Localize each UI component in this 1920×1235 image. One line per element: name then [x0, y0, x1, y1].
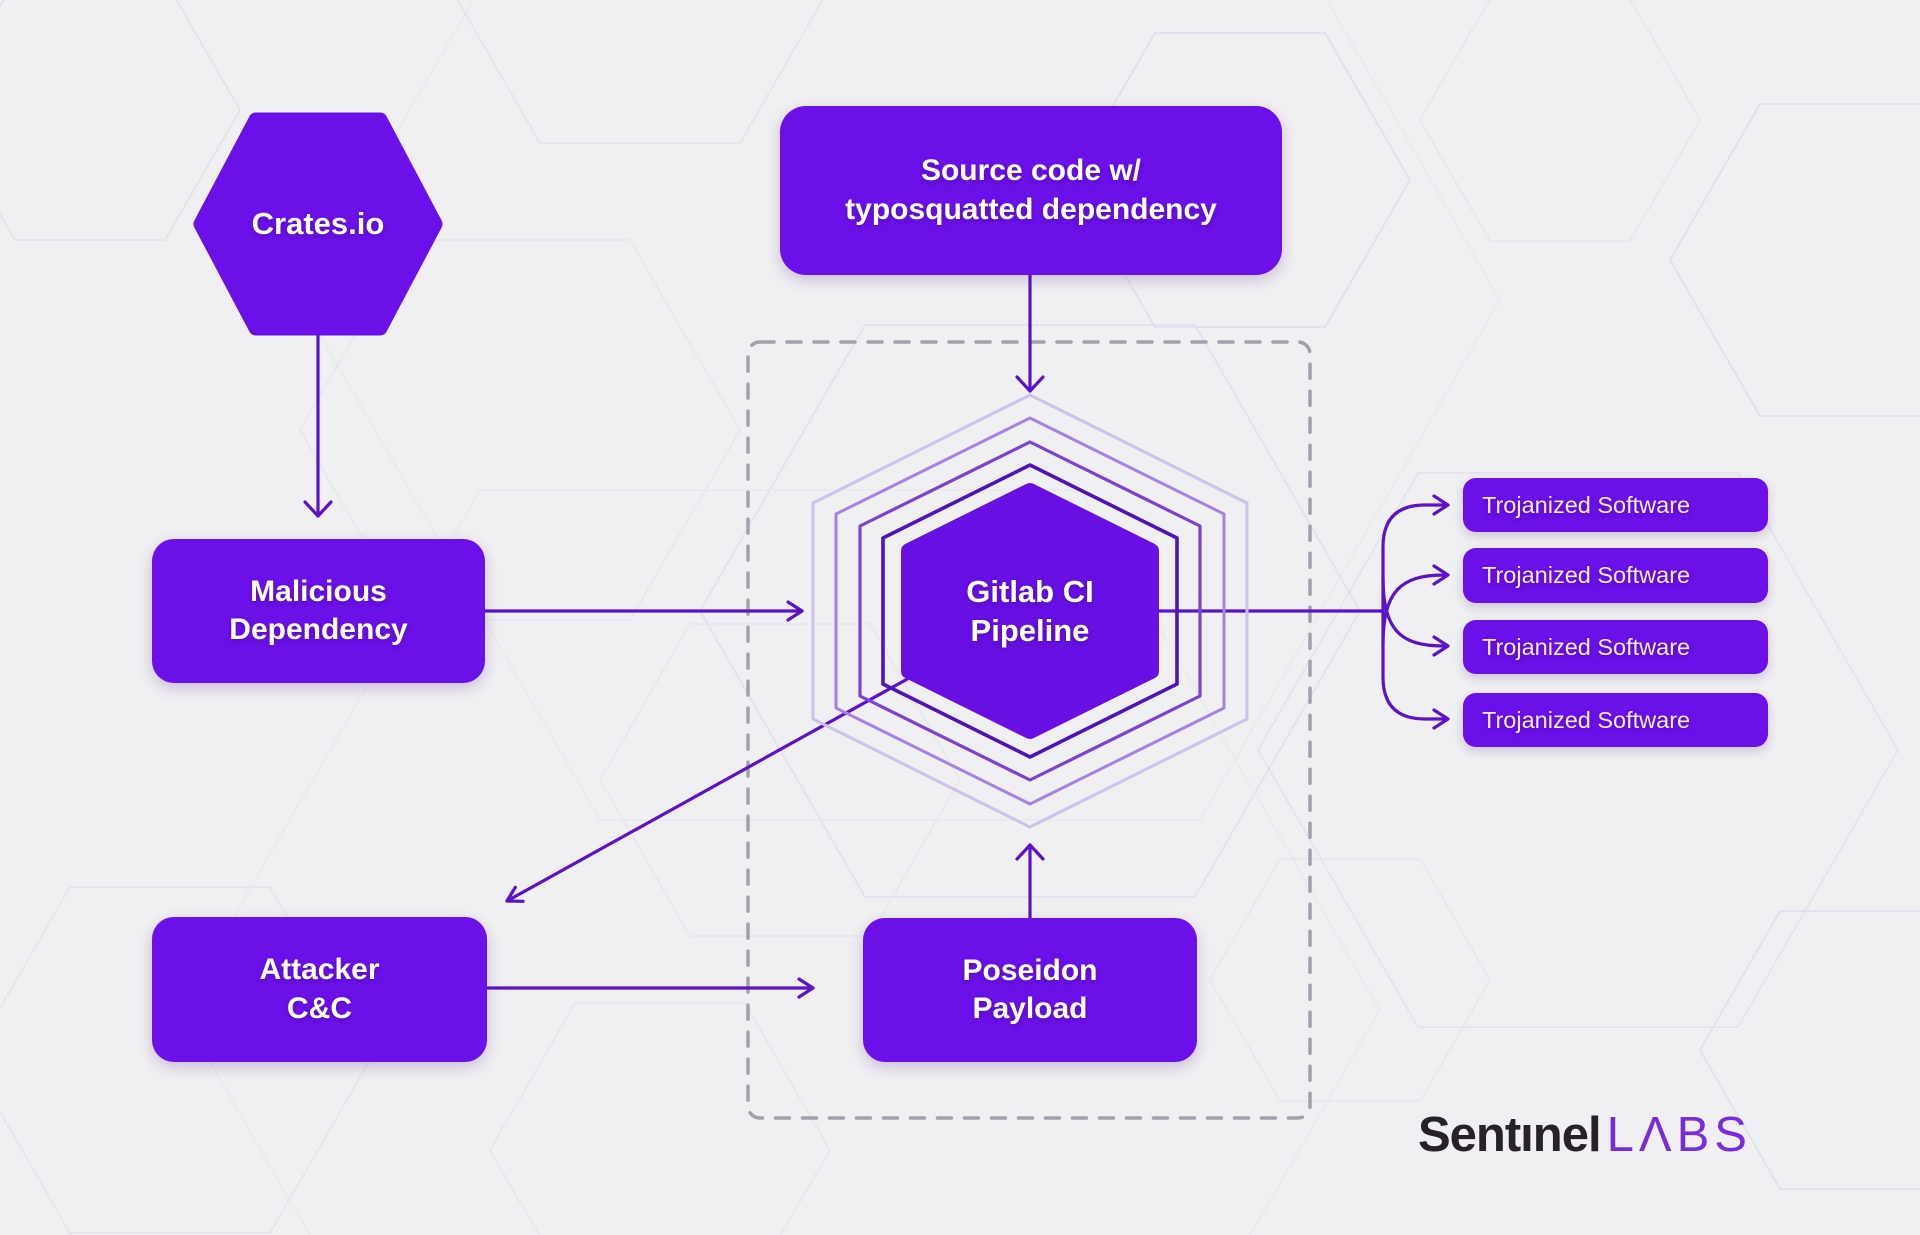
crates-io-label: Crates.io: [251, 206, 385, 242]
malicious-dependency-label: Malicious Dependency: [229, 574, 408, 646]
logo-labs-text: LΛBS: [1606, 1108, 1752, 1162]
node-trojanized-software-2: Trojanized Software: [1463, 548, 1768, 603]
source-code-label: Source code w/ typosquatted dependency: [845, 154, 1217, 226]
node-poseidon-payload: Poseidon Payload: [863, 918, 1197, 1062]
trojanized-software-label: Trojanized Software: [1482, 562, 1691, 588]
node-trojanized-software-4: Trojanized Software: [1463, 693, 1768, 747]
node-malicious-dependency: Malicious Dependency: [152, 539, 485, 683]
logo-sentinel-text: Sentınel: [1418, 1108, 1602, 1162]
arrow-crates-to-malicious: [303, 333, 333, 518]
sentinellabs-logo: Sentınel LΛBS: [1418, 1098, 1752, 1172]
node-source-code: Source code w/ typosquatted dependency: [780, 106, 1282, 275]
trojanized-software-label: Trojanized Software: [1482, 491, 1691, 518]
gitlab-ci-pipeline-label: Gitlab CI Pipeline: [966, 573, 1094, 648]
arrow-source-to-pipeline: [1015, 273, 1045, 393]
node-trojanized-software-3: Trojanized Software: [1463, 620, 1768, 674]
arrow-poseidon-to-pipeline: [1015, 843, 1045, 920]
node-crates-io: Crates.io: [194, 113, 442, 335]
node-attacker-cc: Attacker C&C: [152, 917, 487, 1062]
node-gitlab-ci-pipeline: Gitlab CI Pipeline: [909, 483, 1151, 739]
poseidon-payload-label: Poseidon Payload: [962, 953, 1098, 1025]
arrow-attacker-to-poseidon: [485, 977, 815, 999]
node-trojanized-software-1: Trojanized Software: [1463, 478, 1768, 532]
arrow-malicious-to-pipeline: [483, 600, 804, 622]
trojanized-software-label: Trojanized Software: [1482, 633, 1691, 660]
trojanized-software-label: Trojanized Software: [1482, 706, 1691, 733]
attacker-cc-label: Attacker C&C: [259, 953, 380, 1025]
